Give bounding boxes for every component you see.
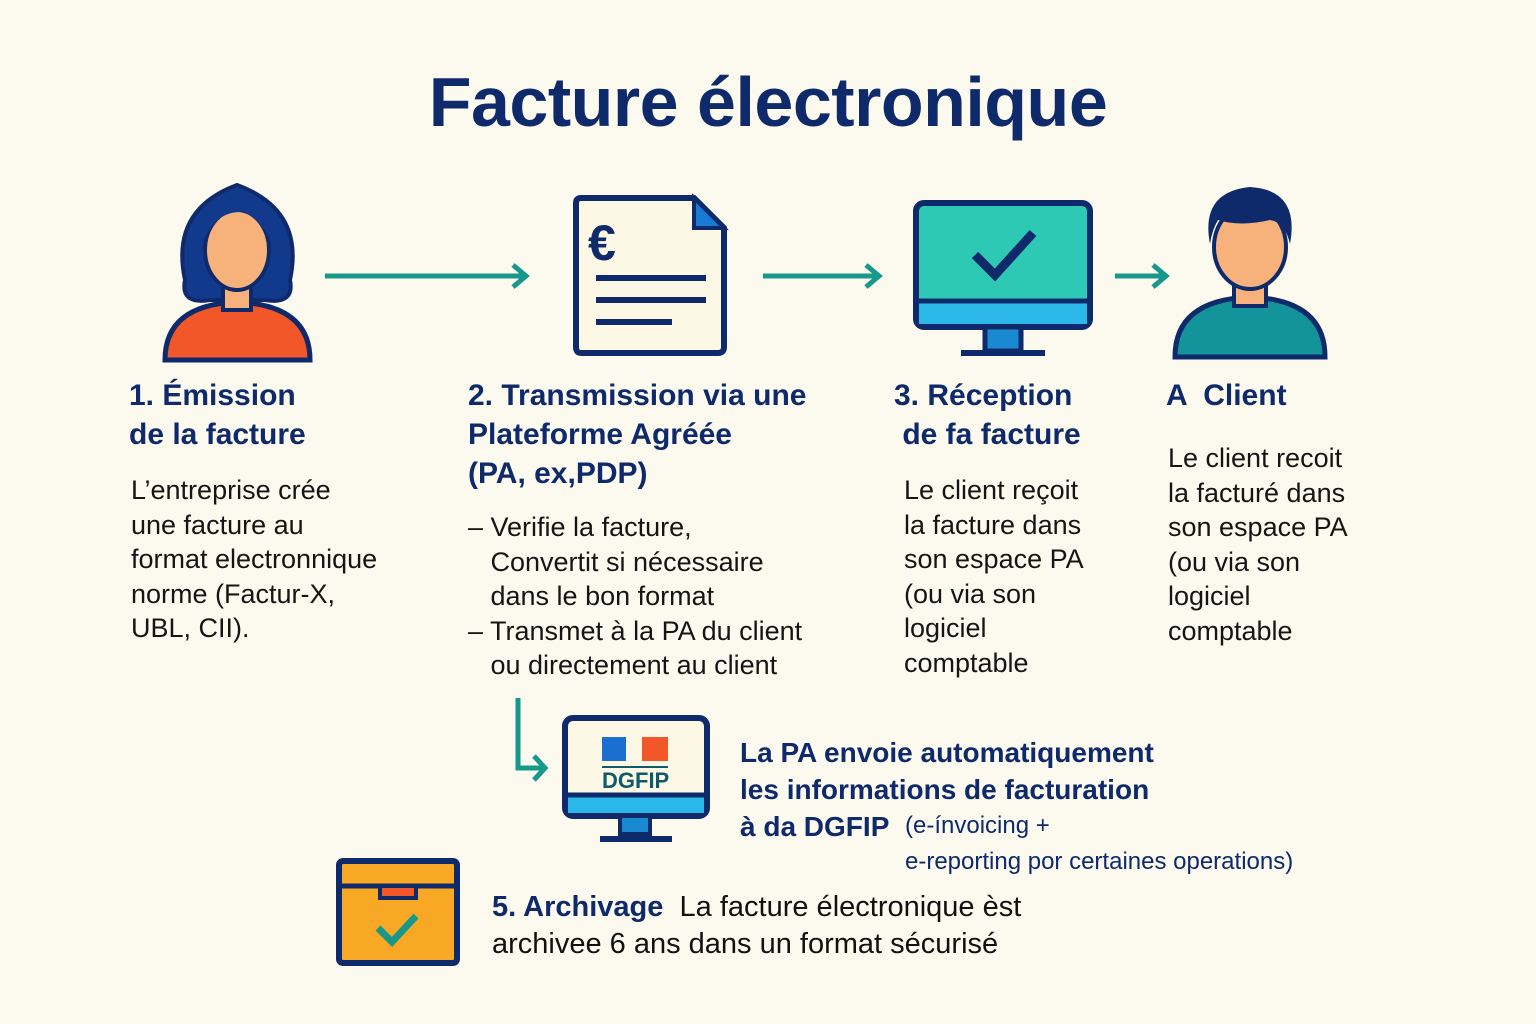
archive-body-line-1: La facture électronique èst	[679, 891, 1022, 923]
arrow-down-right-icon	[515, 698, 549, 782]
archive-box-icon	[336, 858, 460, 966]
step-3-description: Le client reçoit la facture dans son esp…	[904, 475, 1084, 678]
step-4-heading: A Client	[1166, 379, 1287, 412]
step-3-heading: 3. Réception de fa facture	[894, 379, 1081, 451]
step-2-description: – Verifie la facture, Convertit si néces…	[468, 512, 803, 680]
page-title: Facture électronique	[428, 63, 1108, 141]
archive-heading: 5. Archivage	[492, 891, 664, 923]
arrow-right-icon	[1115, 263, 1170, 289]
euro-invoice-document-icon: €	[573, 193, 729, 356]
step-1-description: L’entreprise crée une facture au format …	[131, 475, 378, 643]
woman-avatar-icon	[162, 182, 313, 363]
arrow-right-icon	[763, 263, 883, 289]
monitor-checkmark-icon	[913, 200, 1093, 356]
dgfip-note-line-1: (e-ínvoicing +	[905, 812, 1050, 839]
man-avatar-icon	[1172, 187, 1328, 360]
step-1-heading: 1. Émission de la facture	[129, 379, 306, 451]
step-4-description: Le client recoit la facturé dans son esp…	[1168, 443, 1348, 646]
step-2-heading: 2. Transmission via une Plateforme Agréé…	[468, 379, 807, 490]
dgfip-heading: La PA envoie automatiquement les informa…	[740, 737, 1154, 842]
dgfip-logo-text: DGFIP	[602, 768, 670, 793]
archive-text: 5. Archivage La facture électronique èst…	[492, 889, 1021, 963]
dgfip-monitor-icon	[562, 715, 710, 842]
dgfip-note-line-2: e-reporting por certaines operations)	[905, 848, 1294, 875]
archive-body-line-2: archivee 6 ans dans un format sécurisé	[492, 928, 999, 960]
svg-text:€: €	[588, 215, 616, 271]
arrow-right-icon	[325, 263, 530, 289]
